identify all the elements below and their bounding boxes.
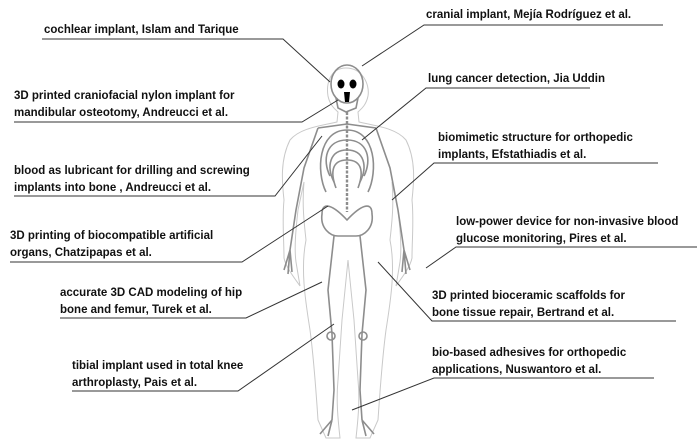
label-knee: tibial implant used in total knee arthro… (72, 358, 243, 392)
leader-biomimetic (392, 163, 658, 200)
label-scaffold: 3D printed bioceramic scaffolds for bone… (432, 288, 625, 322)
label-adhesive: bio-based adhesives for orthopedic appli… (432, 345, 626, 379)
label-organs: 3D printing of biocompatible artificial … (10, 228, 213, 262)
leader-adhesive (352, 378, 654, 410)
label-craniofacial: 3D printed craniofacial nylon implant fo… (14, 88, 234, 122)
leader-glucose (426, 247, 697, 268)
label-cochlear: cochlear implant, Islam and Tarique (44, 22, 239, 39)
label-lung: lung cancer detection, Jia Uddin (428, 71, 605, 88)
leader-cranial (362, 25, 663, 66)
label-glucose: low-power device for non-invasive blood … (456, 214, 678, 248)
label-cad: accurate 3D CAD modeling of hip bone and… (60, 285, 242, 319)
label-blood: blood as lubricant for drilling and scre… (14, 163, 250, 197)
label-biomimetic: biomimetic structure for orthopedic impl… (438, 130, 633, 164)
label-cranial: cranial implant, Mejía Rodríguez et al. (426, 7, 631, 24)
leader-cochlear (42, 39, 330, 82)
